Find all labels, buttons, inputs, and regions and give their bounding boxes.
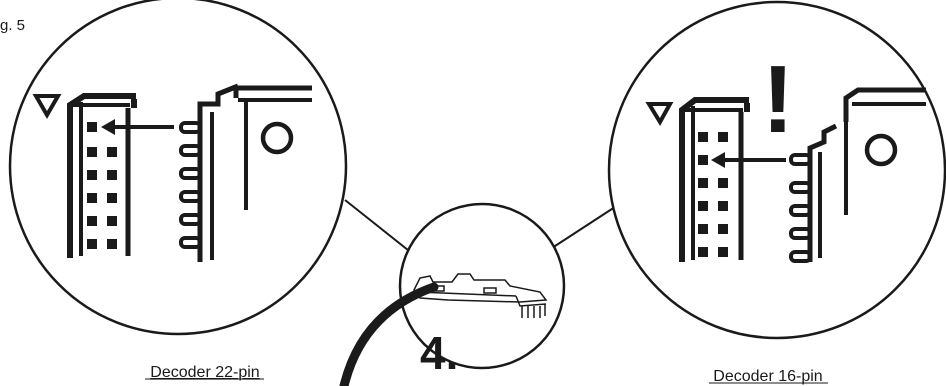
decoder-overview xyxy=(398,202,566,370)
figure-label: g. 5 xyxy=(0,17,25,34)
left-magnified-view xyxy=(8,0,348,336)
curved-arrow-stroke xyxy=(339,282,439,386)
orientation-triangle-icon xyxy=(645,102,674,126)
socket-holes xyxy=(87,122,117,249)
decoder-board-16pin xyxy=(789,87,926,263)
caption-decoder-16-pin: Decoder 16-pin xyxy=(713,368,822,385)
decoder-pins xyxy=(789,153,812,263)
decoder-pins xyxy=(179,121,202,249)
insertion-arrow-right xyxy=(711,152,786,168)
socket-22pin xyxy=(67,93,137,258)
leader-line-left xyxy=(344,199,419,259)
decoder-board-22pin xyxy=(179,83,312,262)
leader-line-right xyxy=(551,204,619,249)
center-circle xyxy=(398,202,566,370)
orientation-triangle-icon xyxy=(32,94,62,119)
right-magnified-view: ! xyxy=(607,0,946,340)
decoder-board-icon xyxy=(413,273,548,318)
socket-holes xyxy=(698,132,728,257)
insertion-arrow-left xyxy=(101,119,174,135)
left-circle xyxy=(8,0,348,336)
caption-decoder-22-pin: Decoder 22-pin xyxy=(150,364,259,381)
warning-exclamation: ! xyxy=(762,46,794,153)
step-number: 4. xyxy=(420,327,458,379)
socket-16pin xyxy=(679,97,750,262)
